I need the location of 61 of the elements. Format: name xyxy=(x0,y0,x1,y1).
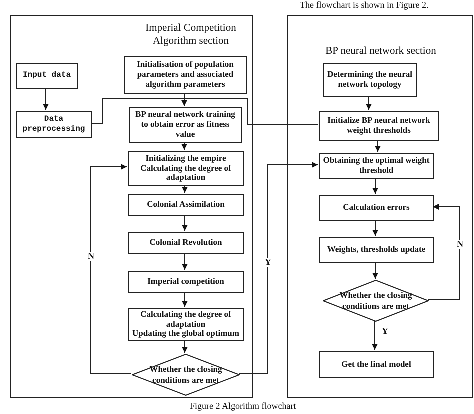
process-box xyxy=(128,308,244,341)
section-panel xyxy=(10,15,253,398)
node-text: Data preprocessing xyxy=(22,115,86,134)
node-text: Whether the closing conditions are met xyxy=(148,364,224,386)
node-text: Calculating the degree of adaptation xyxy=(140,164,232,184)
node-text: Calculation errors xyxy=(343,203,410,213)
node-text: Whether the closing conditions are met xyxy=(338,290,414,312)
process-box xyxy=(16,63,78,89)
node-text: Calculating the degree of adaptation xyxy=(140,310,232,330)
node-text: Colonial Revolution xyxy=(150,238,222,248)
arrow xyxy=(182,214,188,232)
node-text: Obtaining the optimal weight threshold xyxy=(323,156,430,176)
process-box xyxy=(124,56,247,94)
node-text: Determining the neural network topology xyxy=(327,70,413,90)
process-box xyxy=(319,237,434,263)
arrow xyxy=(372,220,378,236)
node-text: Weights, thresholds update xyxy=(327,245,426,255)
arrow xyxy=(182,292,188,308)
text-fragment: The flowchart is shown in Figure 2. xyxy=(300,0,429,10)
section-title: Imperial Competition Algorithm section xyxy=(144,23,238,48)
arrow xyxy=(182,252,188,270)
process-box xyxy=(128,232,244,254)
arrow xyxy=(372,178,378,194)
arrow xyxy=(182,184,188,194)
edge-label: N xyxy=(87,252,96,261)
edge-label: N xyxy=(456,240,464,249)
arrow xyxy=(428,204,460,300)
arrow xyxy=(366,96,372,110)
node-text: Input data xyxy=(22,71,71,81)
node-text: Updating the global optimum xyxy=(132,329,240,340)
process-box xyxy=(319,195,434,221)
process-box xyxy=(16,111,92,138)
node-text: Initialize BP neural network weight thresholds xyxy=(326,116,432,136)
process-box xyxy=(128,151,244,186)
arrow xyxy=(182,142,188,150)
arrow xyxy=(372,262,378,280)
arrow xyxy=(372,320,378,350)
node-text: Initializing the empire xyxy=(146,154,226,164)
figure-caption: Figure 2 Algorithm flowchart xyxy=(190,401,296,411)
section-panel xyxy=(287,15,473,398)
arrow xyxy=(182,98,318,126)
arrow xyxy=(43,88,49,110)
node-text: BP neural network training to obtain error as fitness value xyxy=(134,110,236,140)
edge-label: Y xyxy=(381,327,390,336)
process-box xyxy=(129,107,242,143)
process-box xyxy=(319,153,434,179)
node-text: Get the final model xyxy=(342,360,412,370)
node-text: Initialisation of population parameters and associated algorithm parameters xyxy=(136,60,235,90)
arrow xyxy=(375,140,381,152)
edge-label: Y xyxy=(264,258,272,267)
arrow xyxy=(90,164,132,374)
process-box xyxy=(128,194,244,216)
arrow xyxy=(238,162,318,374)
process-box xyxy=(128,271,244,293)
process-box xyxy=(319,111,439,141)
node-text: Colonial Assimilation xyxy=(147,200,225,210)
process-box xyxy=(319,351,434,378)
process-box xyxy=(323,63,417,97)
section-title: BP neural network section xyxy=(324,46,438,59)
arrow xyxy=(182,340,188,354)
node-text: Imperial competition xyxy=(148,277,224,287)
